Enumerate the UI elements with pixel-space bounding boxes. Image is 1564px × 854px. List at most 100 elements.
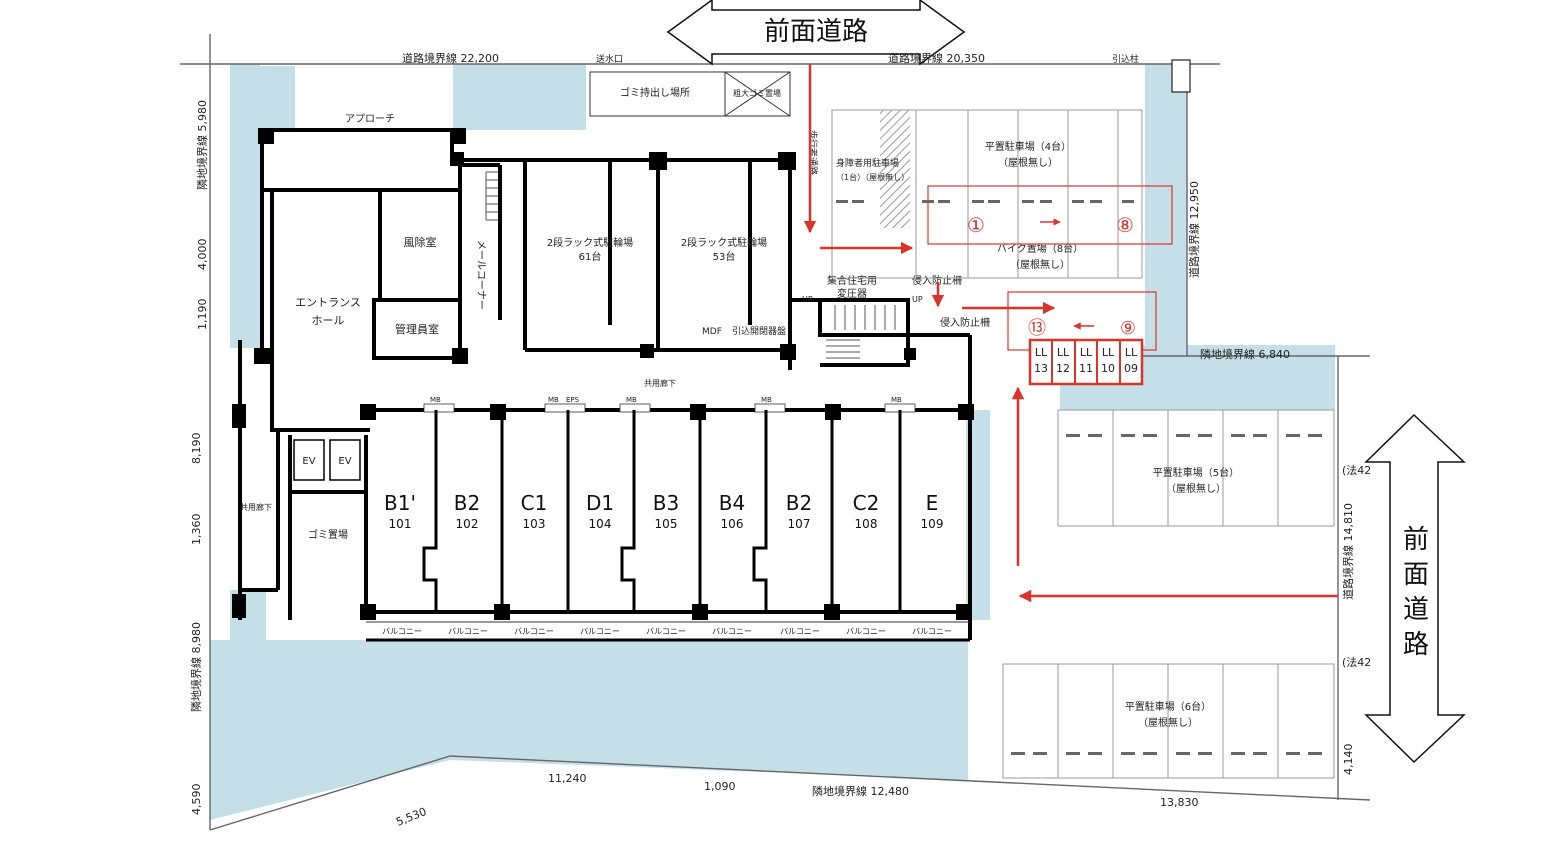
dim-bottom-13830: 13,830	[1160, 796, 1199, 809]
building-walls	[238, 128, 972, 642]
unit-no-102: 102	[456, 517, 479, 531]
dim-bottom-1090: 1,090	[704, 780, 736, 793]
moto-roof: （屋根無し）	[1010, 258, 1070, 271]
bike-rack-1-label: 2段ラック式駐輪場	[547, 236, 633, 249]
locker-13-b: 13	[1034, 362, 1048, 375]
corridor-left-label: 共用廊下	[240, 502, 272, 512]
panel-label: 引込開閉器盤	[732, 325, 786, 337]
front-road-right-1: 前	[1403, 525, 1429, 555]
locker-09-b: 09	[1124, 362, 1138, 375]
dim-bottom-11240: 11,240	[548, 772, 587, 785]
parking6-roof: （屋根無し）	[1138, 716, 1198, 729]
ev-label-2: EV	[338, 456, 351, 467]
up-label-2: UP	[912, 295, 923, 304]
boundary-top-right: 道路境界線 20,350	[888, 51, 985, 65]
boundary-bottom: 隣地境界線 12,480	[812, 784, 909, 798]
parking-5	[1057, 409, 1335, 527]
locker-11-b: 11	[1079, 362, 1093, 375]
unit-type-104: D1	[586, 491, 614, 515]
locker-11-a: LL	[1080, 346, 1093, 359]
law-note-1: (法42	[1342, 463, 1371, 477]
locker-10-a: LL	[1102, 346, 1115, 359]
balcony-5: バルコニー	[646, 627, 686, 636]
pole-label: 引込柱	[1112, 53, 1139, 65]
circle-13: ⑬	[1028, 318, 1046, 339]
transformer-label-2: 変圧器	[837, 287, 867, 300]
unit-no-108: 108	[855, 517, 878, 531]
mb-1: MB	[430, 396, 441, 404]
mb-5: MB	[891, 396, 902, 404]
site-boundary	[180, 34, 1371, 831]
law-note-2: (法42	[1342, 655, 1371, 669]
unit-no-109: 109	[921, 517, 944, 531]
mb-2: MB	[548, 396, 559, 404]
boundary-top-left: 道路境界線 22,200	[402, 51, 499, 65]
circle-9: ⑨	[1120, 318, 1136, 339]
front-road-right-2: 面	[1403, 560, 1429, 590]
unit-no-101: 101	[389, 517, 412, 531]
balcony-2: バルコニー	[448, 627, 488, 636]
mail-corner-label: メールコーナー	[475, 240, 487, 310]
parking-top	[831, 109, 1143, 279]
unit-type-103: C1	[521, 491, 548, 515]
eps-label: EPS	[566, 396, 580, 404]
front-road-top: 前面道路	[666, 0, 966, 66]
ev-label-1: EV	[302, 456, 315, 467]
unit-type-109: E	[926, 491, 939, 515]
fence-label-2: 侵入防止柵	[940, 316, 990, 329]
dim-left-4590: 4,590	[190, 784, 203, 816]
balcony-6: バルコニー	[712, 627, 752, 636]
meter-boxes: MB MB EPS MB MB MB	[423, 396, 916, 413]
stair-mail	[485, 171, 498, 221]
boundary-left1: 隣地境界線 5,980	[195, 100, 209, 190]
bulky-garbage-label: 粗大ゴミ置場	[733, 88, 781, 98]
parking4-label: 平置駐車場（4台）	[985, 140, 1071, 153]
stair-transformer	[826, 305, 896, 359]
mb-3: MB	[626, 396, 637, 404]
dim-bottom-5530: 5,530	[394, 805, 428, 829]
approach-label: アプローチ	[345, 113, 395, 125]
parking5-roof: （屋根無し）	[1166, 482, 1226, 495]
unit-type-108: C2	[853, 491, 880, 515]
units: B1' 101 B2 102 C1 103 D1 104 B3 105 B4 1…	[384, 491, 943, 531]
locker-12-b: 12	[1056, 362, 1070, 375]
fence-label-1: 侵入防止柵	[912, 274, 962, 287]
balcony-3: バルコニー	[514, 627, 554, 636]
locker-09-a: LL	[1125, 346, 1138, 359]
front-road-right-3: 道	[1403, 595, 1429, 625]
entrance-label: エントランス	[295, 296, 361, 309]
bumpers-5	[1066, 434, 1322, 437]
accessible-label-2: （1台）（屋根無し）	[836, 172, 909, 182]
locker-10-b: 10	[1101, 362, 1115, 375]
garbage-label: ゴミ置場	[308, 528, 348, 541]
locker-12-a: LL	[1057, 346, 1070, 359]
lockers: LL 13 LL 12 LL 11 LL 10 LL 09	[1028, 338, 1144, 386]
balcony-7: バルコニー	[780, 627, 820, 636]
balcony-1: バルコニー	[382, 627, 422, 636]
bike-rack-1-count: 61台	[579, 250, 602, 263]
balconies: バルコニー バルコニー バルコニー バルコニー バルコニー バルコニー バルコニ…	[366, 621, 970, 636]
parking6-label: 平置駐車場（6台）	[1125, 700, 1211, 713]
garbage-out-label: ゴミ持出し場所	[620, 86, 690, 99]
front-road-right: 前 面 道 路	[1364, 413, 1466, 764]
unit-type-105: B3	[653, 491, 679, 515]
dim-left-1190: 1,190	[196, 299, 209, 331]
moto-label: バイク置場（8台）	[997, 242, 1083, 255]
front-road-top-label: 前面道路	[764, 17, 868, 47]
transformer-label: 集合住宅用	[827, 274, 877, 287]
route-arrows	[803, 64, 1338, 603]
dim-left-4000: 4,000	[196, 239, 209, 271]
unit-no-105: 105	[655, 517, 678, 531]
up-label-1: UP	[802, 295, 813, 304]
front-road-right-4: 路	[1403, 630, 1429, 660]
unit-dividers	[422, 410, 902, 612]
unit-no-104: 104	[589, 517, 612, 531]
bike-rack-2-count: 53台	[713, 250, 736, 263]
bike-rack-2-label: 2段ラック式駐輪場	[681, 236, 767, 249]
water-inlet-label: 送水口	[596, 53, 623, 65]
dim-right-4140: 4,140	[1342, 744, 1355, 776]
bumpers-6	[1011, 752, 1322, 755]
balcony-8: バルコニー	[846, 627, 886, 636]
unit-type-107: B2	[786, 491, 812, 515]
